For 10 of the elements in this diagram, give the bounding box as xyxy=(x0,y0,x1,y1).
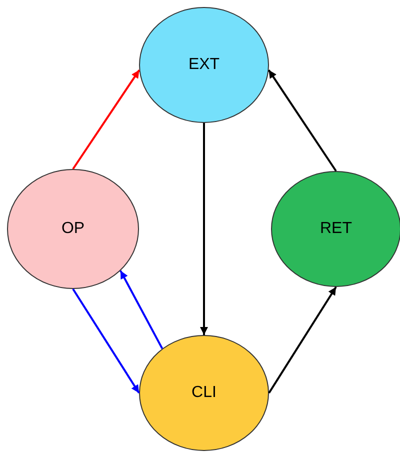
node-label: CLI xyxy=(192,384,216,402)
arrow xyxy=(72,70,140,170)
node-label: OP xyxy=(61,220,85,238)
arrow xyxy=(120,270,164,350)
arrow xyxy=(268,70,337,172)
arrow xyxy=(72,288,140,394)
arrow xyxy=(268,286,337,394)
node-label: RET xyxy=(320,220,352,238)
node-label: EXT xyxy=(188,56,220,74)
arrow xyxy=(200,123,208,335)
